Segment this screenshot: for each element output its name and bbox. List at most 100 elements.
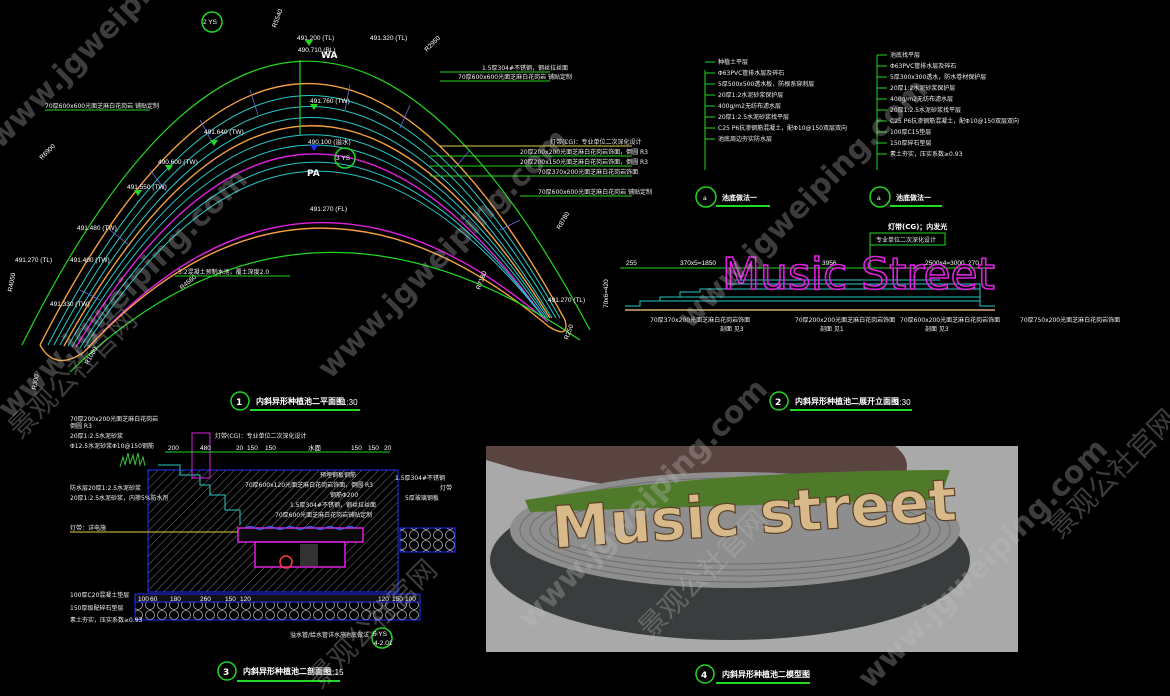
svg-text:70厚370x200光面芝麻白花岗岩饰面: 70厚370x200光面芝麻白花岗岩饰面 xyxy=(650,316,750,324)
plan-inner-dimension-arc xyxy=(69,251,581,373)
plan-inner-edge xyxy=(85,221,549,351)
svg-text:20厚1:2.5水泥砂浆: 20厚1:2.5水泥砂浆 xyxy=(70,432,123,440)
detail-layer-label: 种植土平层 xyxy=(718,58,748,66)
svg-text:R2950: R2950 xyxy=(423,35,442,54)
svg-text:2500x4=3000: 2500x4=3000 xyxy=(925,260,965,267)
plan-view: 2 YS 3 YS WA PA 491.200 (TL) 491.320 (TL… xyxy=(7,8,652,411)
svg-text:491.400 (TW): 491.400 (TW) xyxy=(70,257,110,264)
detail-layer-label: Φ63PVC管排水层及碎石 xyxy=(718,69,784,77)
svg-text:剖面 见3: 剖面 见3 xyxy=(925,325,949,333)
detail-layer-label: 100厚C15垫层 xyxy=(890,128,931,136)
svg-text:491.760 (TW): 491.760 (TW) xyxy=(310,98,350,105)
detail-layer-label: 池底找平层 xyxy=(890,51,920,59)
svg-text:180: 180 xyxy=(170,596,181,603)
svg-text:灯带：详电施: 灯带：详电施 xyxy=(70,524,106,532)
detail-layer-label: 20厚1:2水泥砂浆保护层 xyxy=(718,91,783,99)
svg-text:内斜异形种植池二剖面图: 内斜异形种植池二剖面图 xyxy=(243,666,331,676)
svg-text:491.640 (TW): 491.640 (TW) xyxy=(204,129,244,136)
svg-text:70厚600x120光面芝麻白花岗岩饰面，倒圆 R3: 70厚600x120光面芝麻白花岗岩饰面，倒圆 R3 xyxy=(245,481,373,489)
svg-text:池底做法: 池底做法 xyxy=(345,631,369,639)
plan-outer-dimension-arc xyxy=(21,60,591,346)
svg-text:70厚600x200光面芝麻白花岗岩饰面: 70厚600x200光面芝麻白花岗岩饰面 xyxy=(900,316,1000,324)
svg-text:491.550 (TW): 491.550 (TW) xyxy=(127,184,167,191)
svg-text:491.200 (TL): 491.200 (TL) xyxy=(297,35,334,42)
svg-text:70厚600x600光面芝麻白花岗岩 铺贴定制: 70厚600x600光面芝麻白花岗岩 铺贴定制 xyxy=(458,73,572,81)
svg-text:70厚600x600光面芝麻白花岗岩 铺贴定制: 70厚600x600光面芝麻白花岗岩 铺贴定制 xyxy=(538,188,652,196)
plan-outer-edge xyxy=(39,82,566,346)
section-marker-label: 3 YS xyxy=(336,155,351,162)
plan-notes: 70厚600x600光面芝麻白花岗岩 铺贴定制 1.5厚304#不锈钢，钢丝拉丝… xyxy=(45,64,652,277)
svg-text:2: 2 xyxy=(775,398,781,408)
svg-text:5厚玻璃钢板: 5厚玻璃钢板 xyxy=(405,494,439,502)
detail-layer-label: 20厚1:2.5水泥砂浆找平层 xyxy=(718,113,789,121)
svg-text:池底做法一: 池底做法一 xyxy=(722,193,757,202)
svg-text:70厚200x200光面芝麻白花岗岩: 70厚200x200光面芝麻白花岗岩 xyxy=(70,415,158,423)
section-title: 3 内斜异形种植池二剖面图 1:15 xyxy=(217,661,344,682)
section-marker-3ys[interactable]: 3 YS xyxy=(334,147,356,169)
svg-text:20厚200x150光面芝麻白花岗岩饰面，倒圆 R3: 20厚200x150光面芝麻白花岗岩饰面，倒圆 R3 xyxy=(520,158,648,166)
svg-text:R250: R250 xyxy=(563,323,575,340)
elevation-title: 2 内斜异形种植池二展开立面图 1:30 xyxy=(769,391,912,411)
music-street-sign: Music Street xyxy=(722,249,995,300)
svg-text:Φ12.5水泥砂浆Φ10@150钢筋: Φ12.5水泥砂浆Φ10@150钢筋 xyxy=(70,442,154,450)
svg-text:内斜异形种植池二展开立面图: 内斜异形种植池二展开立面图 xyxy=(795,396,899,406)
detail-layer-label: C25 P6抗渗钢筋混凝土，配Φ10@150双层双向 xyxy=(890,117,1019,125)
svg-text:150: 150 xyxy=(368,445,379,452)
section-left-notes: 70厚200x200光面芝麻白花岗岩 倒圆 R3 20厚1:2.5水泥砂浆 Φ1… xyxy=(70,415,238,624)
svg-text:倒圆 R3: 倒圆 R3 xyxy=(70,422,92,430)
detail-layer-label: 5厚500x500透水板，防根系穿刺层 xyxy=(718,80,814,88)
svg-text:150: 150 xyxy=(265,445,276,452)
svg-text:150: 150 xyxy=(392,596,403,603)
elevation-tags: 491.200 (TL) 491.320 (TL) 490.710 (BL) 4… xyxy=(15,35,585,308)
section-marker-2ys[interactable]: 2 YS xyxy=(201,11,223,33)
section-callout[interactable]: 5 YS 4-2.01 xyxy=(371,627,393,649)
svg-text:1:30: 1:30 xyxy=(342,398,358,407)
svg-text:491.330 (TW): 491.330 (TW) xyxy=(50,301,90,308)
elevation-notes: 70厚370x200光面芝麻白花岗岩饰面 剖面 见3 70厚200x200光面芝… xyxy=(650,316,1120,333)
svg-text:3:2混凝土预制水池，覆土深度2.0: 3:2混凝土预制水池，覆土深度2.0 xyxy=(178,268,269,276)
svg-text:灯带(CG)：专业单位二次深化设计: 灯带(CG)：专业单位二次深化设计 xyxy=(215,432,307,440)
detail-layer-label: 素土夯实，压实系数≥0.93 xyxy=(890,150,963,158)
svg-text:100厚C20混凝土垫层: 100厚C20混凝土垫层 xyxy=(70,591,129,599)
svg-text:4-2.01: 4-2.01 xyxy=(374,640,393,647)
svg-text:水面: 水面 xyxy=(308,443,322,452)
detail-layer-label: 池底周边夯实防水层 xyxy=(718,135,772,143)
svg-text:1.5厚304#不锈钢: 1.5厚304#不锈钢 xyxy=(395,474,445,482)
lamp-note: 灯带(CG)；内发光 xyxy=(888,222,947,231)
svg-text:20厚200x200光面芝麻白花岗岩饰面，倒圆 R3: 20厚200x200光面芝麻白花岗岩饰面，倒圆 R3 xyxy=(520,148,648,156)
svg-text:120: 120 xyxy=(240,596,251,603)
svg-text:R6900: R6900 xyxy=(38,143,57,162)
model-render: Music street 4 内斜异形种植池二模型图 xyxy=(486,446,1018,684)
svg-text:491.480 (TW): 491.480 (TW) xyxy=(77,225,117,232)
svg-text:1.5厚304#不锈钢，钢丝拉丝面: 1.5厚304#不锈钢，钢丝拉丝面 xyxy=(482,64,568,72)
detail-layer-label: 5厚300x300透水，防水卷材保护层 xyxy=(890,73,986,81)
detail-layer-label: 20厚1:2水泥砂浆保护层 xyxy=(890,84,955,92)
detail-layer-label: 400g/m2无纺布滤水层 xyxy=(890,95,953,103)
svg-text:70x6=420: 70x6=420 xyxy=(603,279,610,308)
svg-text:490.100 (溢水): 490.100 (溢水) xyxy=(308,137,351,146)
svg-text:100: 100 xyxy=(405,596,416,603)
svg-text:60: 60 xyxy=(150,596,158,603)
svg-text:150: 150 xyxy=(351,445,362,452)
detail-a-right: 池底找平层Φ63PVC管排水层及碎石5厚300x300透水，防水卷材保护层20厚… xyxy=(869,51,1019,208)
detail-layer-label: 400g/m2无纺布滤水层 xyxy=(718,102,781,110)
svg-text:20: 20 xyxy=(236,445,244,452)
svg-text:剖面 见3: 剖面 见3 xyxy=(720,325,744,333)
detail-a-left: 种植土平层 Φ63PVC管排水层及碎石 5厚500x500透水板，防根系穿刺层 20厚… xyxy=(695,58,847,208)
svg-text:R5540: R5540 xyxy=(271,8,284,29)
svg-text:素土夯实，压实系数≥0.93: 素土夯实，压实系数≥0.93 xyxy=(70,616,143,624)
svg-text:a: a xyxy=(877,195,881,202)
svg-text:1: 1 xyxy=(236,398,242,408)
svg-text:a: a xyxy=(703,195,707,202)
section-marker-label: 2 YS xyxy=(203,19,218,26)
svg-text:钢筋Φ200: 钢筋Φ200 xyxy=(330,491,358,499)
svg-text:R300: R300 xyxy=(31,373,41,390)
svg-text:R4050: R4050 xyxy=(7,272,17,292)
svg-text:内斜异形种植池二模型图: 内斜异形种植池二模型图 xyxy=(722,669,810,679)
svg-text:预埋钢板钢筋: 预埋钢板钢筋 xyxy=(320,471,356,479)
svg-text:3956: 3956 xyxy=(822,260,837,267)
svg-text:灯带(CG)：专业单位二次深化设计: 灯带(CG)：专业单位二次深化设计 xyxy=(550,138,642,146)
svg-text:4: 4 xyxy=(701,671,707,681)
model-title: 4 内斜异形种植池二模型图 xyxy=(695,664,810,684)
